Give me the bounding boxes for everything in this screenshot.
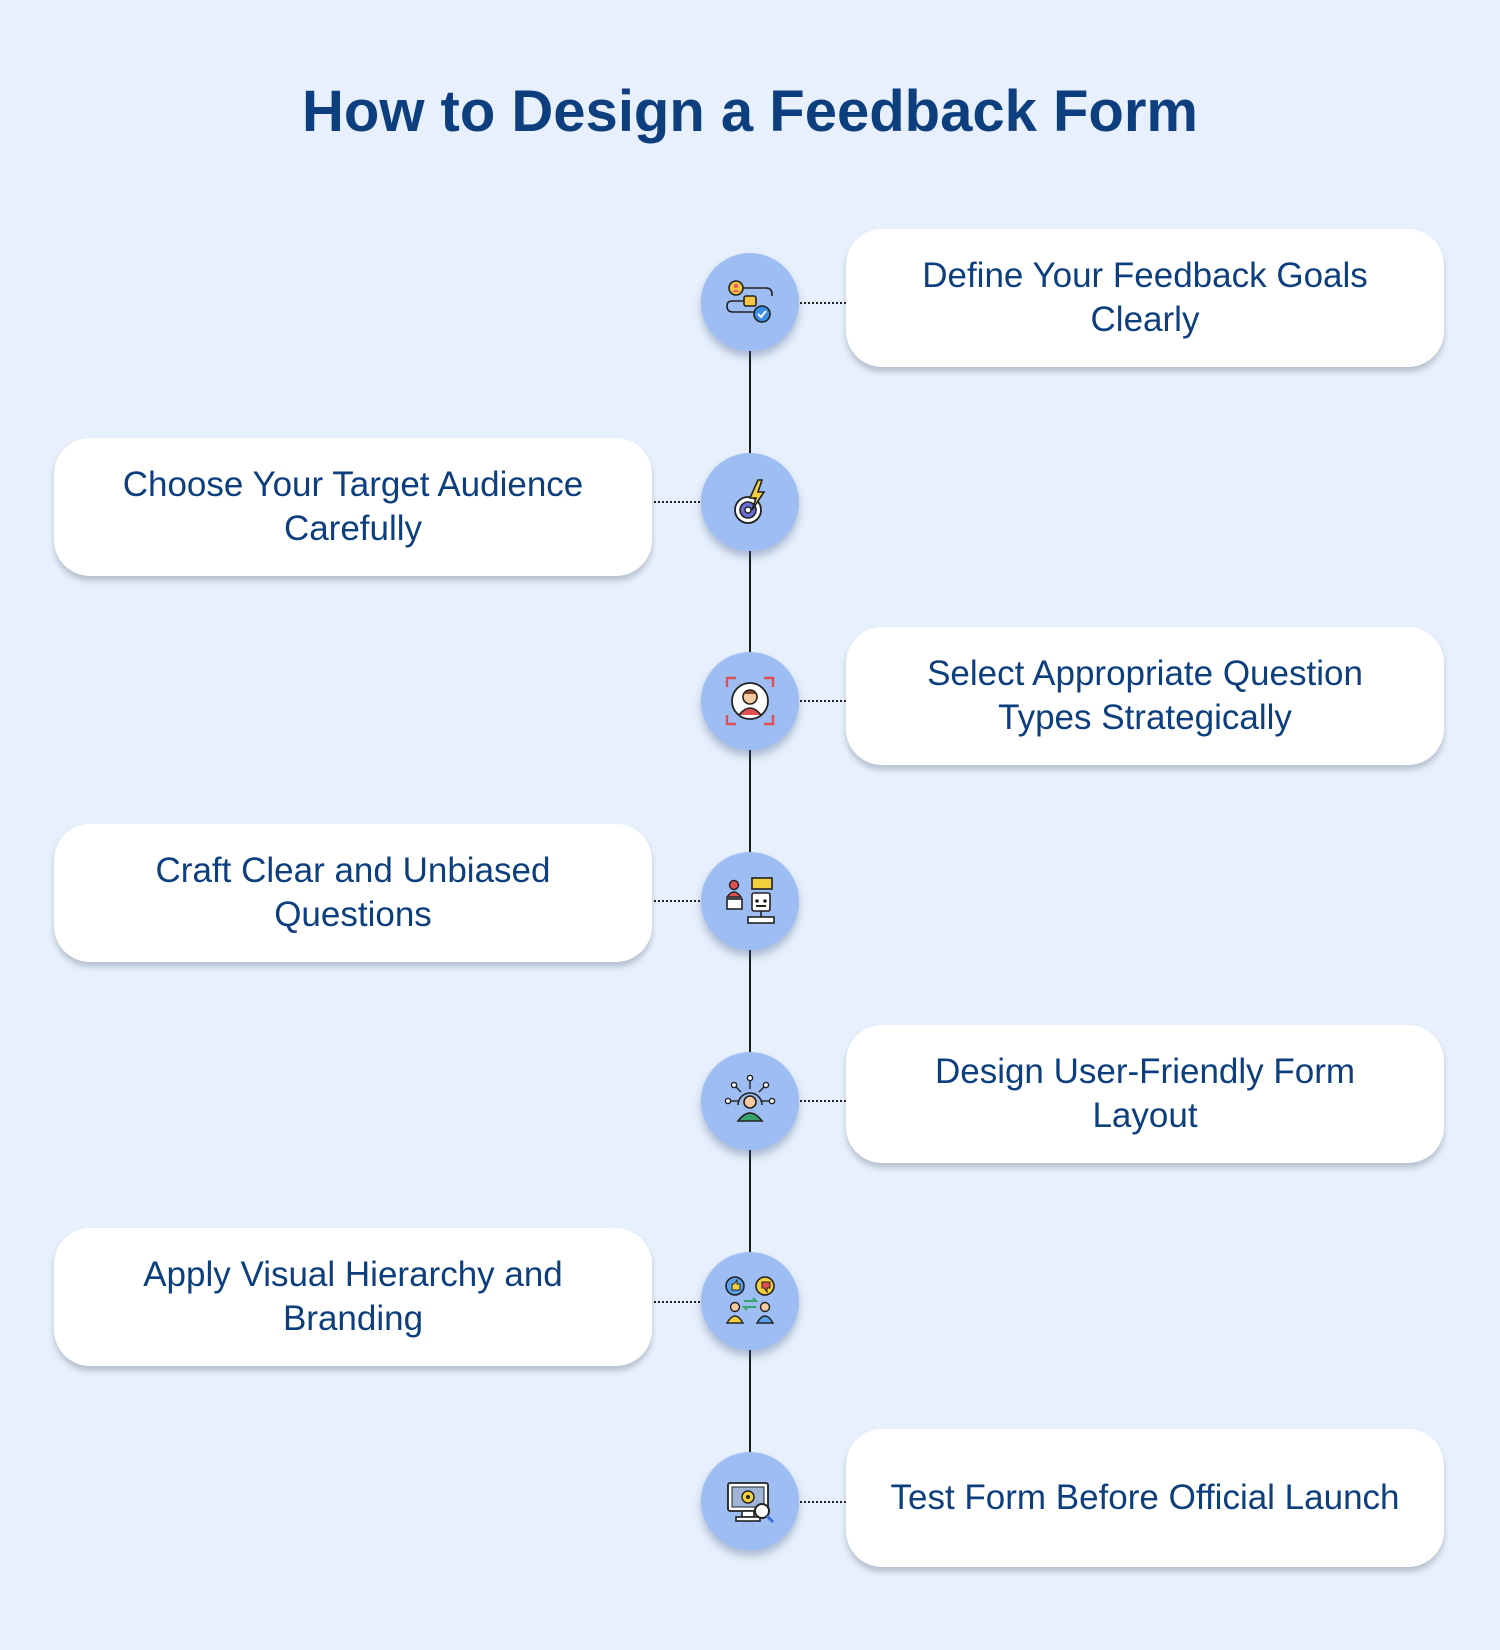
step-1-connector	[800, 302, 846, 304]
step-7-connector	[800, 1501, 846, 1503]
person-focus-icon	[725, 676, 775, 726]
step-3-connector	[800, 700, 846, 702]
step-2-connector	[654, 501, 700, 503]
questions-board-icon	[725, 877, 775, 924]
step-6-card: Apply Visual Hierarchy and Branding	[54, 1228, 652, 1366]
step-6-node	[701, 1252, 799, 1350]
step-5-card: Design User-Friendly Form Layout	[846, 1025, 1444, 1163]
user-network-icon	[724, 1074, 776, 1122]
step-3-label: Select Appropriate Question Types Strate…	[927, 654, 1363, 737]
step-1-node	[701, 253, 799, 351]
page-title: How to Design a Feedback Form	[302, 79, 1198, 144]
step-5-label: Design User-Friendly Form Layout	[934, 1052, 1356, 1135]
step-1-label: Define Your Feedback Goals Clearly	[922, 256, 1368, 339]
step-6-connector	[654, 1301, 700, 1303]
step-4-connector	[654, 900, 700, 902]
step-4-node	[701, 852, 799, 950]
step-4-label: Craft Clear and Unbiased Questions	[155, 851, 551, 934]
step-2-card: Choose Your Target Audience Carefully	[54, 438, 652, 576]
feedback-exchange-icon	[725, 1276, 775, 1324]
monitor-search-icon	[727, 1482, 775, 1524]
step-6-label: Apply Visual Hierarchy and Branding	[143, 1255, 563, 1338]
step-2-node	[701, 453, 799, 551]
step-3-node	[701, 652, 799, 750]
step-3-card: Select Appropriate Question Types Strate…	[846, 627, 1444, 765]
step-5-connector	[800, 1100, 846, 1102]
step-4-card: Craft Clear and Unbiased Questions	[54, 824, 652, 962]
step-2-label: Choose Your Target Audience Carefully	[122, 465, 584, 548]
step-7-node	[701, 1452, 799, 1550]
step-7-label: Test Form Before Official Launch	[890, 1478, 1400, 1517]
goals-workflow-icon	[726, 280, 773, 323]
step-1-card: Define Your Feedback Goals Clearly	[846, 229, 1444, 367]
target-bolt-icon	[734, 479, 766, 524]
step-5-node	[701, 1052, 799, 1150]
step-7-card: Test Form Before Official Launch	[846, 1429, 1444, 1567]
